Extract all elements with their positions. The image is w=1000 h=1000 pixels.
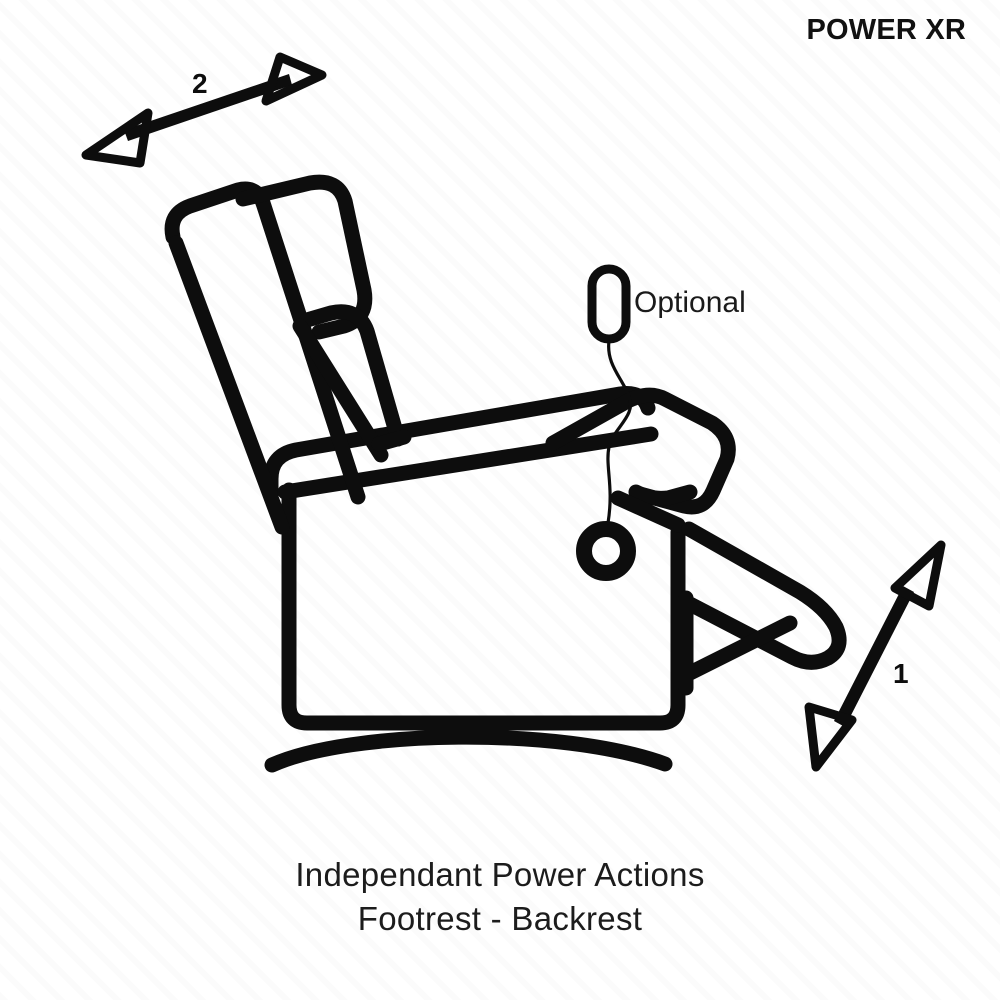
footrest-panel xyxy=(681,521,847,670)
handheld-remote-pill-icon[interactable] xyxy=(587,264,631,344)
arrow-footrest-icon xyxy=(804,540,946,772)
arrow-backrest-icon xyxy=(81,52,327,168)
backrest-lower-tab xyxy=(371,429,412,452)
caption-line-1: Independant Power Actions xyxy=(295,856,705,893)
optional-label: Optional xyxy=(634,286,746,319)
brand-label: POWER XR xyxy=(806,14,966,46)
caption-line-2: Footrest - Backrest xyxy=(357,900,643,937)
remote-wire xyxy=(606,339,633,525)
recliner-chair-side-view-icon xyxy=(164,174,847,773)
lumbar-cushion-edge xyxy=(292,318,389,463)
footrest-linkage-upper xyxy=(678,615,798,683)
swivel-base xyxy=(264,729,673,773)
lumbar-cushion xyxy=(299,304,406,447)
arrow-footrest-number: 1 xyxy=(893,658,909,689)
armrest xyxy=(545,387,736,515)
arrow-backrest-number: 2 xyxy=(192,68,208,99)
round-side-handle-icon[interactable] xyxy=(576,521,636,581)
armrest-to-body xyxy=(610,490,686,533)
armrest-front-fold xyxy=(628,484,698,506)
seat-box xyxy=(281,482,686,731)
backrest-outer-panel-inner-edge xyxy=(168,235,290,535)
